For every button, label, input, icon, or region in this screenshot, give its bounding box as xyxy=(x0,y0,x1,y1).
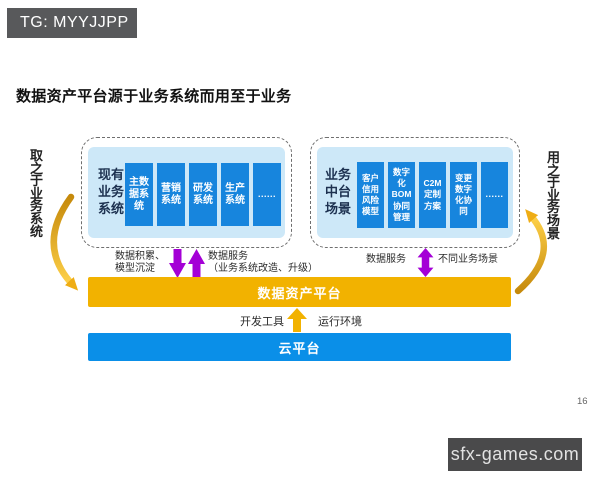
curved-arrow-left xyxy=(50,193,79,291)
scenario-box-more: ...... xyxy=(481,162,508,228)
system-box-marketing: 营销 系统 xyxy=(157,163,185,226)
runtime-label: 运行环境 xyxy=(318,316,362,328)
data-asset-platform-bar: 数据资产平台 xyxy=(88,277,511,307)
scenario-box-bom: 数字 化 BOM 协同 管理 xyxy=(388,162,415,228)
existing-systems-panel: 现有 业务 系统 主数 据系 统 营销 系统 研发 系统 生产 系统 .....… xyxy=(88,147,285,238)
scenario-label: 业务 中台 场景 xyxy=(325,167,352,216)
cloud-platform-bar: 云平台 xyxy=(88,333,511,361)
scenario-group: 业务 中台 场景 客户 信用 风险 模型 数字 化 BOM 协同 管理 C2M … xyxy=(310,137,520,248)
system-box-more: ...... xyxy=(253,163,281,226)
watermark-box: sfx-games.com xyxy=(448,438,582,471)
side-label-source: 取之于业务系统 xyxy=(29,148,43,239)
slide-title: 数据资产平台源于业务系统而用至于业务 xyxy=(16,88,292,105)
scenario-box-change: 变更 数字 化协 同 xyxy=(450,162,477,228)
note-data-accumulation: 数据积累、 模型沉淀 xyxy=(115,251,165,274)
system-box-production: 生产 系统 xyxy=(221,163,249,226)
watermark-banner: TG: MYYJJPP xyxy=(7,8,137,38)
dev-tools-label: 开发工具 xyxy=(240,316,284,328)
page-number: 16 xyxy=(577,396,588,407)
scenario-box-credit-risk: 客户 信用 风险 模型 xyxy=(357,162,384,228)
system-box-master-data: 主数 据系 统 xyxy=(125,163,153,226)
note-data-service-right: 数据服务 xyxy=(366,254,406,265)
existing-systems-group: 现有 业务 系统 主数 据系 统 营销 系统 研发 系统 生产 系统 .....… xyxy=(81,137,292,248)
banner-text: TG: MYYJJPP xyxy=(20,14,129,31)
existing-systems-columns: 主数 据系 统 营销 系统 研发 系统 生产 系统 ...... xyxy=(125,163,281,226)
note-data-service-left: 数据服务 （业务系统改造、升级） xyxy=(208,251,318,274)
arrow-updown-icon xyxy=(417,248,434,277)
cloud-platform-label: 云平台 xyxy=(278,340,321,356)
arrow-down-icon xyxy=(169,249,186,278)
scenario-box-c2m: C2M 定制 方案 xyxy=(419,162,446,228)
arrow-up-gold-icon xyxy=(287,308,307,332)
scenario-panel: 业务 中台 场景 客户 信用 风险 模型 数字 化 BOM 协同 管理 C2M … xyxy=(317,147,513,238)
watermark-text: sfx-games.com xyxy=(450,444,580,464)
note-scenarios: 不同业务场景 xyxy=(438,254,498,265)
existing-systems-label: 现有 业务 系统 xyxy=(98,167,125,216)
arrow-up-icon xyxy=(188,249,205,278)
data-asset-platform-label: 数据资产平台 xyxy=(257,285,342,301)
side-label-usage: 用之于业务场景 xyxy=(546,150,560,241)
system-box-rnd: 研发 系统 xyxy=(189,163,217,226)
curved-arrow-right xyxy=(514,209,548,295)
scenario-columns: 客户 信用 风险 模型 数字 化 BOM 协同 管理 C2M 定制 方案 变更 … xyxy=(357,162,508,228)
